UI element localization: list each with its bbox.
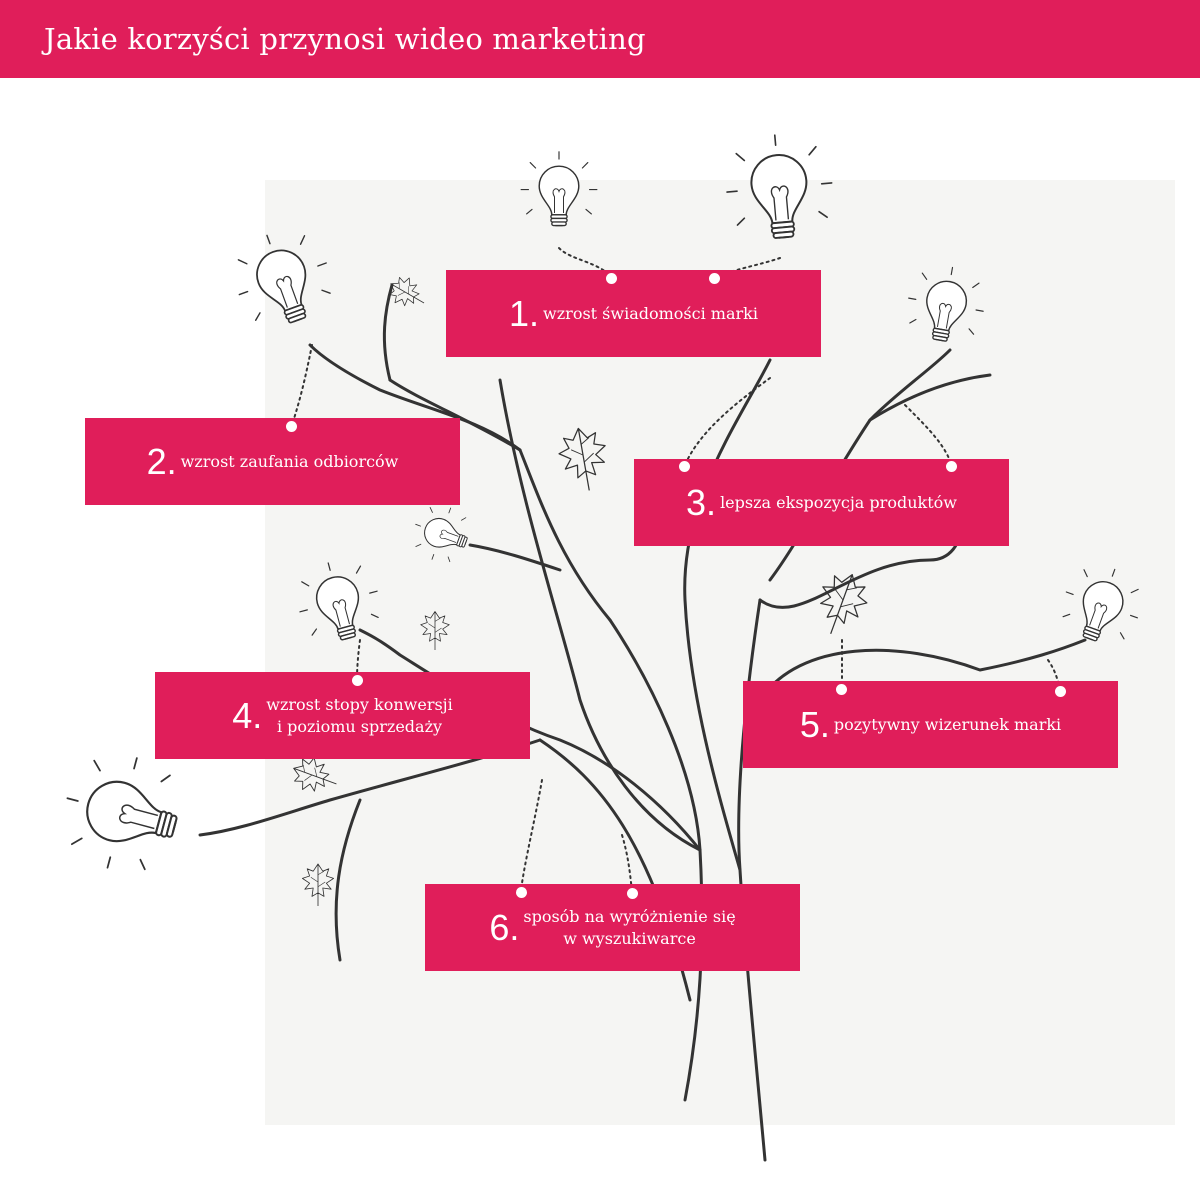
lightbulb-icon <box>901 260 991 348</box>
leaf-icon <box>383 270 432 316</box>
lightbulb-icon <box>288 551 388 650</box>
benefit-number: 5. <box>799 703 830 745</box>
benefit-box-2: 2. wzrost zaufania odbiorców <box>85 418 460 505</box>
benefit-text-lines: sposób na wyróżnienie się w wyszukiwarce <box>523 906 735 950</box>
lightbulb-icon <box>51 742 191 883</box>
tree-branches <box>198 283 1087 1162</box>
benefit-text-lines: wzrost stopy konwersji i poziomu sprzeda… <box>266 694 453 738</box>
benefit-box-1: 1. wzrost świadomości marki <box>446 270 821 357</box>
benefit-text: wzrost świadomości marki <box>543 303 758 323</box>
benefit-text: lepsza ekspozycja produktów <box>720 492 957 512</box>
connector-dot <box>627 888 638 899</box>
benefit-text-line-2: i poziomu sprzedaży <box>276 716 443 736</box>
leaf-icon <box>287 751 343 801</box>
benefit-text: wzrost zaufania odbiorców <box>180 451 399 471</box>
connector-dot <box>1055 686 1066 697</box>
benefit-text-line-1: sposób na wyróżnienie się <box>523 906 736 926</box>
leaf-icon <box>301 863 335 907</box>
benefit-box-5: 5. pozytywny wizerunek marki <box>743 681 1118 768</box>
connector-dot <box>516 887 527 898</box>
connector-dot <box>709 273 720 284</box>
benefit-text-line-2: w wyszukiwarce <box>563 928 696 948</box>
benefit-text-line-1: wzrost stopy konwersji <box>266 694 453 714</box>
benefit-text: pozytywny wizerunek marki <box>833 714 1062 734</box>
lightbulb-icon <box>405 498 476 569</box>
benefit-box-3: 3. lepsza ekspozycja produktów <box>634 459 1009 546</box>
benefit-box-4: 4. wzrost stopy konwersji i poziomu sprz… <box>155 672 530 759</box>
page-title: Jakie korzyści przynosi wideo marketing <box>44 22 646 56</box>
connector-dot <box>606 273 617 284</box>
connector-dot <box>679 461 690 472</box>
benefit-number: 1. <box>509 292 540 334</box>
connector-dot <box>286 421 297 432</box>
benefit-number: 2. <box>146 440 177 482</box>
lightbulb-icon <box>520 151 598 227</box>
connector-dot <box>946 461 957 472</box>
leaf-icon <box>420 611 450 651</box>
benefit-number: 3. <box>686 481 717 523</box>
lightbulb-icon <box>721 129 838 243</box>
benefit-number: 4. <box>232 694 263 736</box>
benefit-number: 6. <box>489 906 520 948</box>
connector-dot <box>836 684 847 695</box>
lightbulb-icon <box>222 218 343 337</box>
connector-dot <box>352 675 363 686</box>
leaf-icon <box>808 565 875 643</box>
lightbulb-icon <box>1053 555 1152 653</box>
leaf-icon <box>554 423 613 496</box>
header-bar: Jakie korzyści przynosi wideo marketing <box>0 0 1200 78</box>
benefit-box-6: 6. sposób na wyróżnienie się w wyszukiwa… <box>425 884 800 971</box>
